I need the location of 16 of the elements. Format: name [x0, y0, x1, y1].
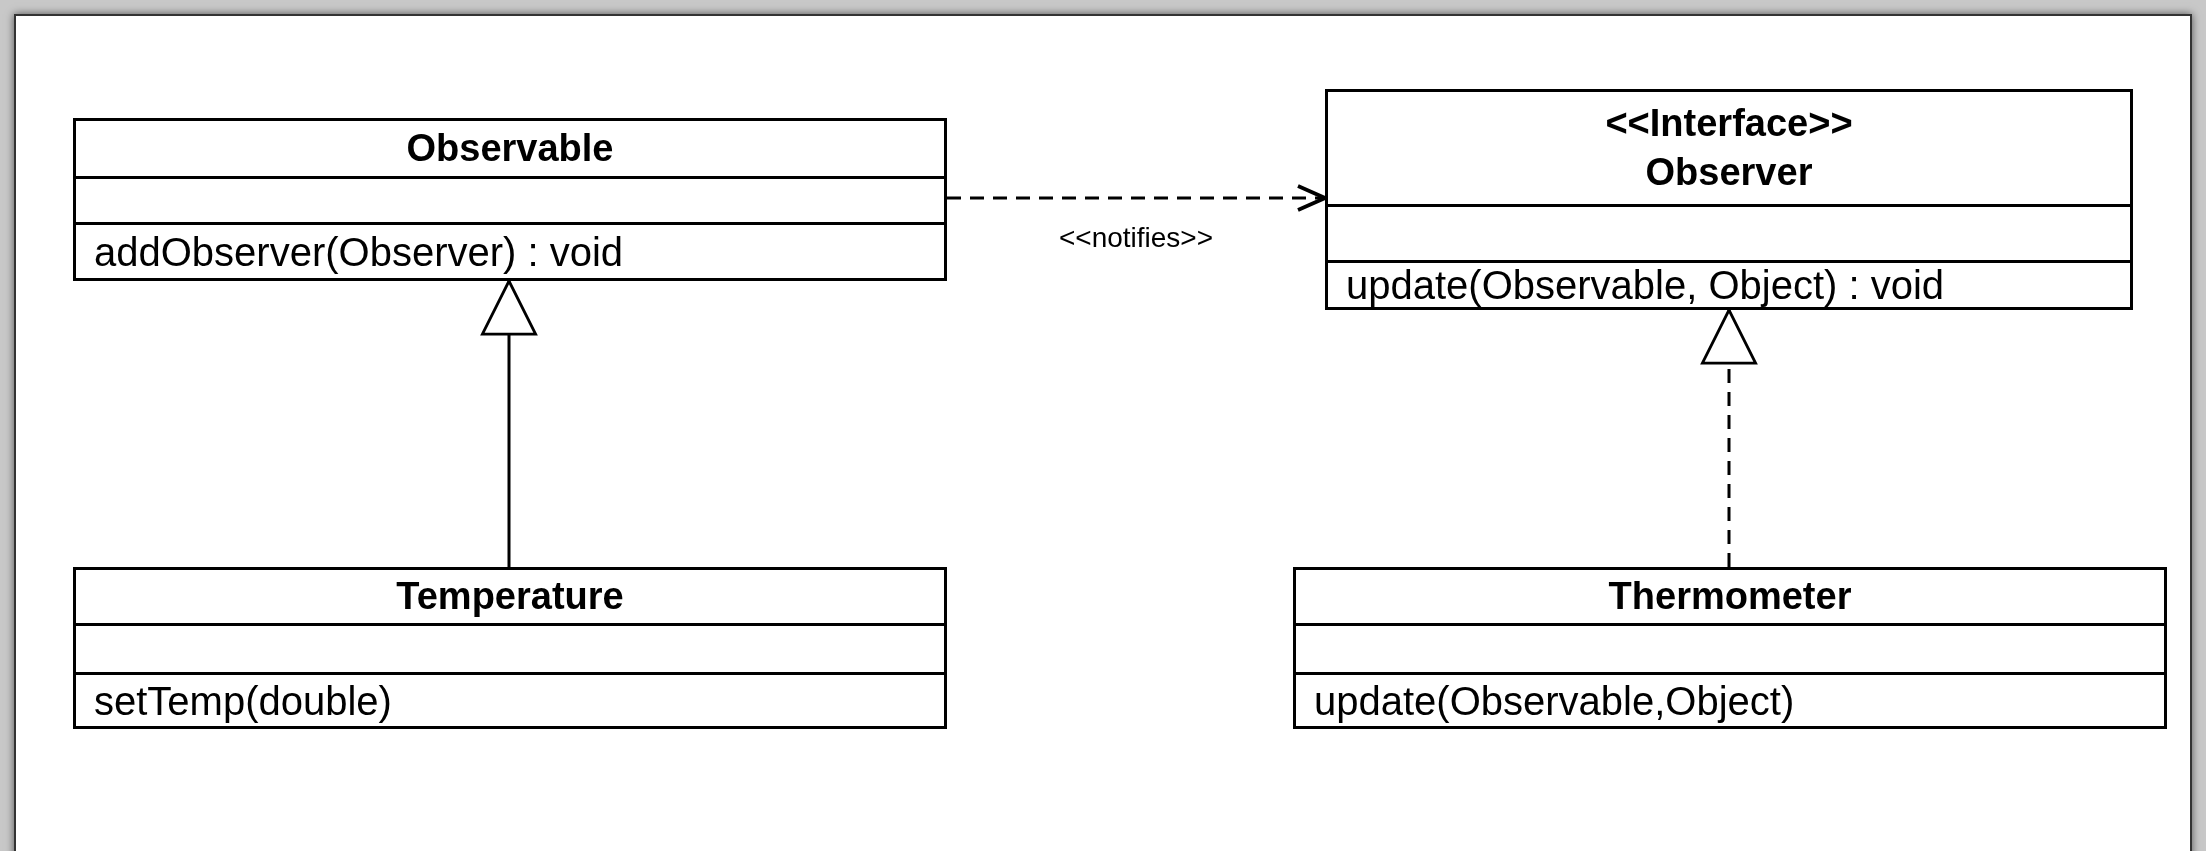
class-name: Temperature [396, 573, 624, 619]
arrow [947, 184, 1327, 212]
class-name: Observer [1645, 150, 1813, 195]
class-name: Observable [406, 125, 614, 171]
method-text: update(Observable, Object) : void [1346, 265, 1945, 305]
class-name: Thermometer [1608, 573, 1852, 619]
class-box [73, 567, 947, 729]
class-name: <<Interface>> [1605, 100, 1853, 146]
class-box [73, 118, 947, 281]
class-box [1293, 567, 2167, 729]
method-text: setTemp(double) [94, 680, 392, 721]
method-text: addObserver(Observer) : void [94, 231, 624, 272]
class-box [1325, 89, 2133, 310]
arrow [1701, 308, 1757, 567]
method-text: update(Observable,Object) [1314, 680, 1795, 721]
arrow [481, 279, 537, 567]
